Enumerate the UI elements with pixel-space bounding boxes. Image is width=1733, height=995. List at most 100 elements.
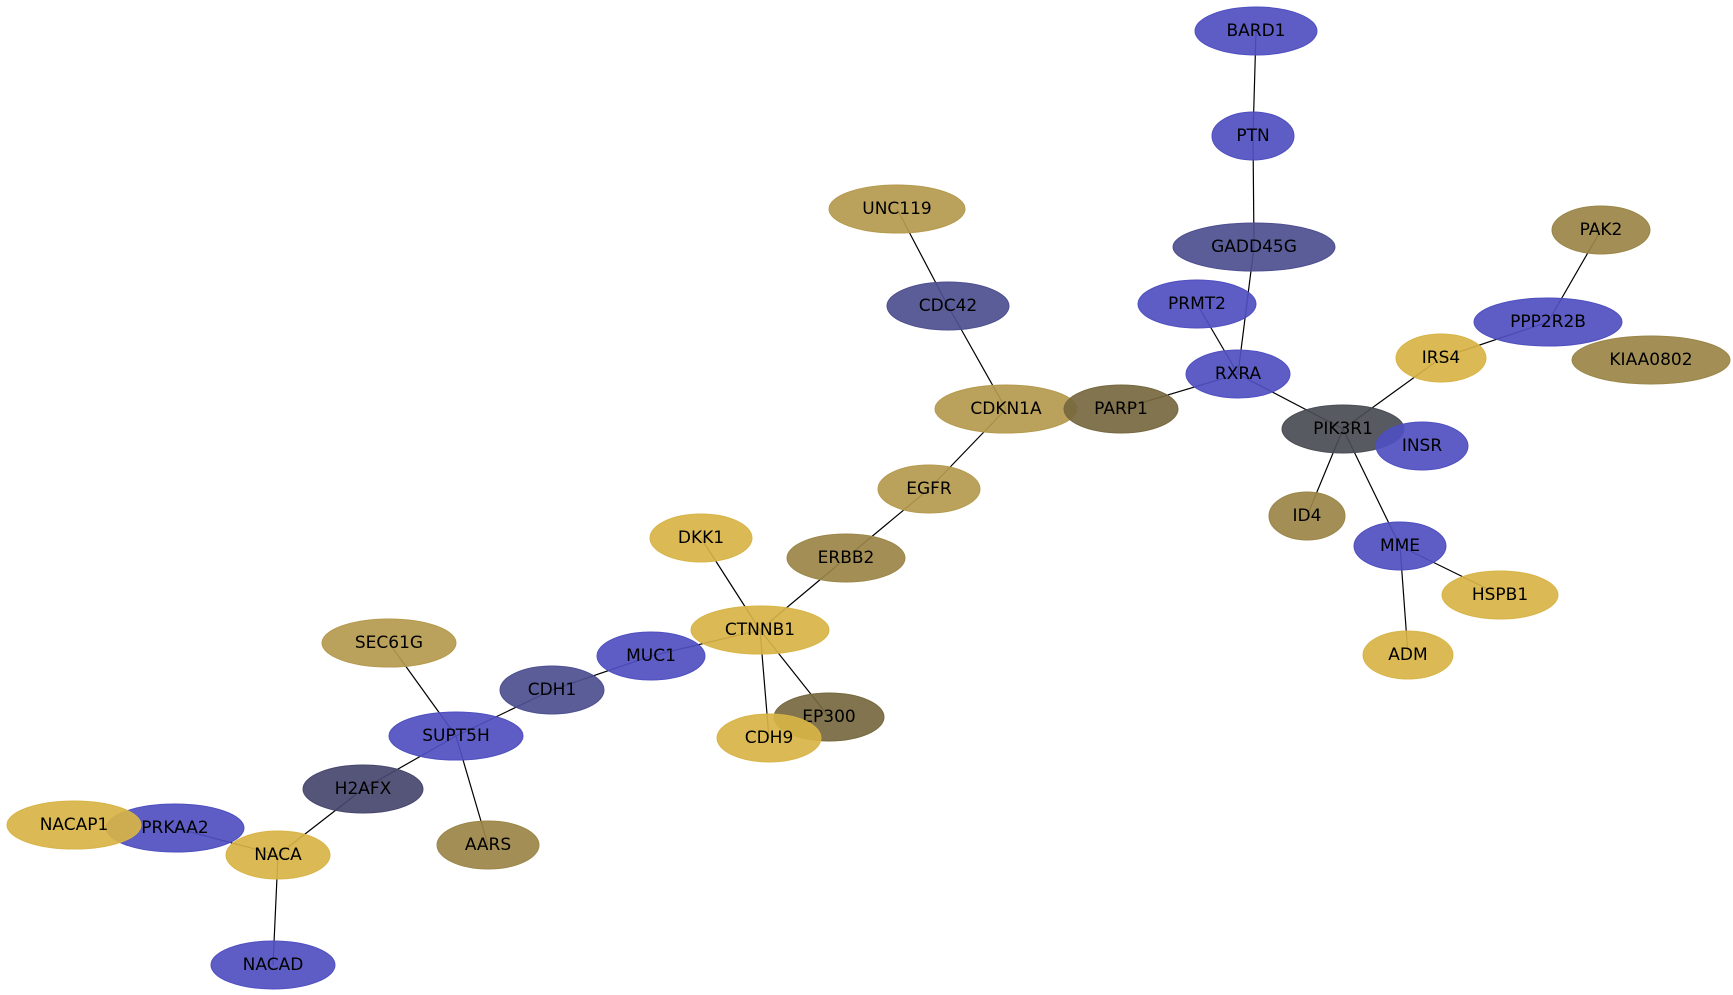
node-shape-nacap1 [6,800,142,850]
node-shape-pak2 [1551,205,1651,255]
node-shape-supt5h [388,711,524,761]
node-adm: ADM [1362,630,1454,680]
node-label-cdc42: CDC42 [919,296,977,316]
node-parp1: PARP1 [1063,384,1179,434]
node-bard1: BARD1 [1194,6,1318,56]
node-pak2: PAK2 [1551,205,1651,255]
node-shape-insr [1375,421,1469,471]
node-label-gadd45g: GADD45G [1211,237,1297,257]
node-label-egfr: EGFR [906,479,952,499]
node-label-muc1: MUC1 [626,646,676,666]
node-shape-unc119 [828,184,966,234]
node-label-kiaa0802: KIAA0802 [1609,350,1692,370]
node-shape-cdh9 [716,713,822,763]
node-hspb1: HSPB1 [1441,570,1559,620]
node-cdh1: CDH1 [499,665,605,715]
node-shape-id4 [1268,491,1346,541]
node-label-mme: MME [1380,536,1420,556]
node-shape-kiaa0802 [1571,335,1731,385]
node-supt5h: SUPT5H [388,711,524,761]
node-insr: INSR [1375,421,1469,471]
node-label-naca: NACA [254,845,302,865]
node-label-h2afx: H2AFX [335,779,392,799]
node-id4: ID4 [1268,491,1346,541]
node-cdkn1a: CDKN1A [934,384,1078,434]
node-shape-cdh1 [499,665,605,715]
node-shape-erbb2 [786,533,906,583]
node-label-adm: ADM [1388,645,1427,665]
node-nacad: NACAD [210,940,336,990]
node-sec61g: SEC61G [321,618,457,668]
node-label-nacap1: NACAP1 [40,815,109,835]
node-label-ep300: EP300 [802,707,855,727]
node-label-bard1: BARD1 [1226,21,1285,41]
node-shape-bard1 [1194,6,1318,56]
node-unc119: UNC119 [828,184,966,234]
node-mme: MME [1353,521,1447,571]
node-label-id4: ID4 [1293,506,1322,526]
node-ptn: PTN [1211,111,1295,161]
node-shape-aars [436,820,540,870]
node-shape-irs4 [1395,333,1487,383]
node-label-pik3r1: PIK3R1 [1313,419,1373,439]
node-prmt2: PRMT2 [1137,279,1257,329]
node-cdh9: CDH9 [716,713,822,763]
node-nacap1: NACAP1 [6,800,142,850]
node-irs4: IRS4 [1395,333,1487,383]
node-shape-cdc42 [886,281,1010,331]
node-shape-h2afx [302,764,424,814]
node-label-aars: AARS [465,835,511,855]
node-label-ctnnb1: CTNNB1 [725,620,795,640]
node-h2afx: H2AFX [302,764,424,814]
node-muc1: MUC1 [596,631,706,681]
node-erbb2: ERBB2 [786,533,906,583]
node-rxra: RXRA [1185,349,1291,399]
node-label-erbb2: ERBB2 [818,548,875,568]
node-ppp2r2b: PPP2R2B [1473,297,1623,347]
node-shape-dkk1 [649,513,753,563]
node-egfr: EGFR [877,464,981,514]
node-label-prmt2: PRMT2 [1168,294,1226,314]
node-label-unc119: UNC119 [862,199,931,219]
node-cdc42: CDC42 [886,281,1010,331]
node-shape-adm [1362,630,1454,680]
node-shape-ppp2r2b [1473,297,1623,347]
node-shape-nacad [210,940,336,990]
node-shape-ctnnb1 [690,605,830,655]
node-pik3r1: PIK3R1 [1281,404,1405,454]
node-label-insr: INSR [1402,436,1443,456]
node-dkk1: DKK1 [649,513,753,563]
node-shape-ptn [1211,111,1295,161]
node-shape-hspb1 [1441,570,1559,620]
node-aars: AARS [436,820,540,870]
node-shape-gadd45g [1172,222,1336,272]
node-label-cdh1: CDH1 [528,680,577,700]
node-shape-prmt2 [1137,279,1257,329]
node-label-supt5h: SUPT5H [422,726,489,746]
node-kiaa0802: KIAA0802 [1571,335,1731,385]
node-label-parp1: PARP1 [1094,399,1148,419]
node-naca: NACA [225,830,331,880]
node-label-nacad: NACAD [243,955,304,975]
node-label-irs4: IRS4 [1422,348,1460,368]
node-shape-sec61g [321,618,457,668]
node-label-cdkn1a: CDKN1A [970,399,1042,419]
node-label-prkaa2: PRKAA2 [141,818,208,838]
node-shape-muc1 [596,631,706,681]
node-gadd45g: GADD45G [1172,222,1336,272]
node-label-pak2: PAK2 [1580,220,1623,240]
node-shape-egfr [877,464,981,514]
node-label-sec61g: SEC61G [355,633,423,653]
node-shape-parp1 [1063,384,1179,434]
node-label-hspb1: HSPB1 [1472,585,1528,605]
node-label-dkk1: DKK1 [678,528,724,548]
node-label-ppp2r2b: PPP2R2B [1510,312,1586,332]
node-prkaa2: PRKAA2 [105,803,245,853]
node-shape-naca [225,830,331,880]
node-shape-rxra [1185,349,1291,399]
node-label-rxra: RXRA [1215,364,1262,384]
node-label-cdh9: CDH9 [745,728,794,748]
node-ctnnb1: CTNNB1 [690,605,830,655]
